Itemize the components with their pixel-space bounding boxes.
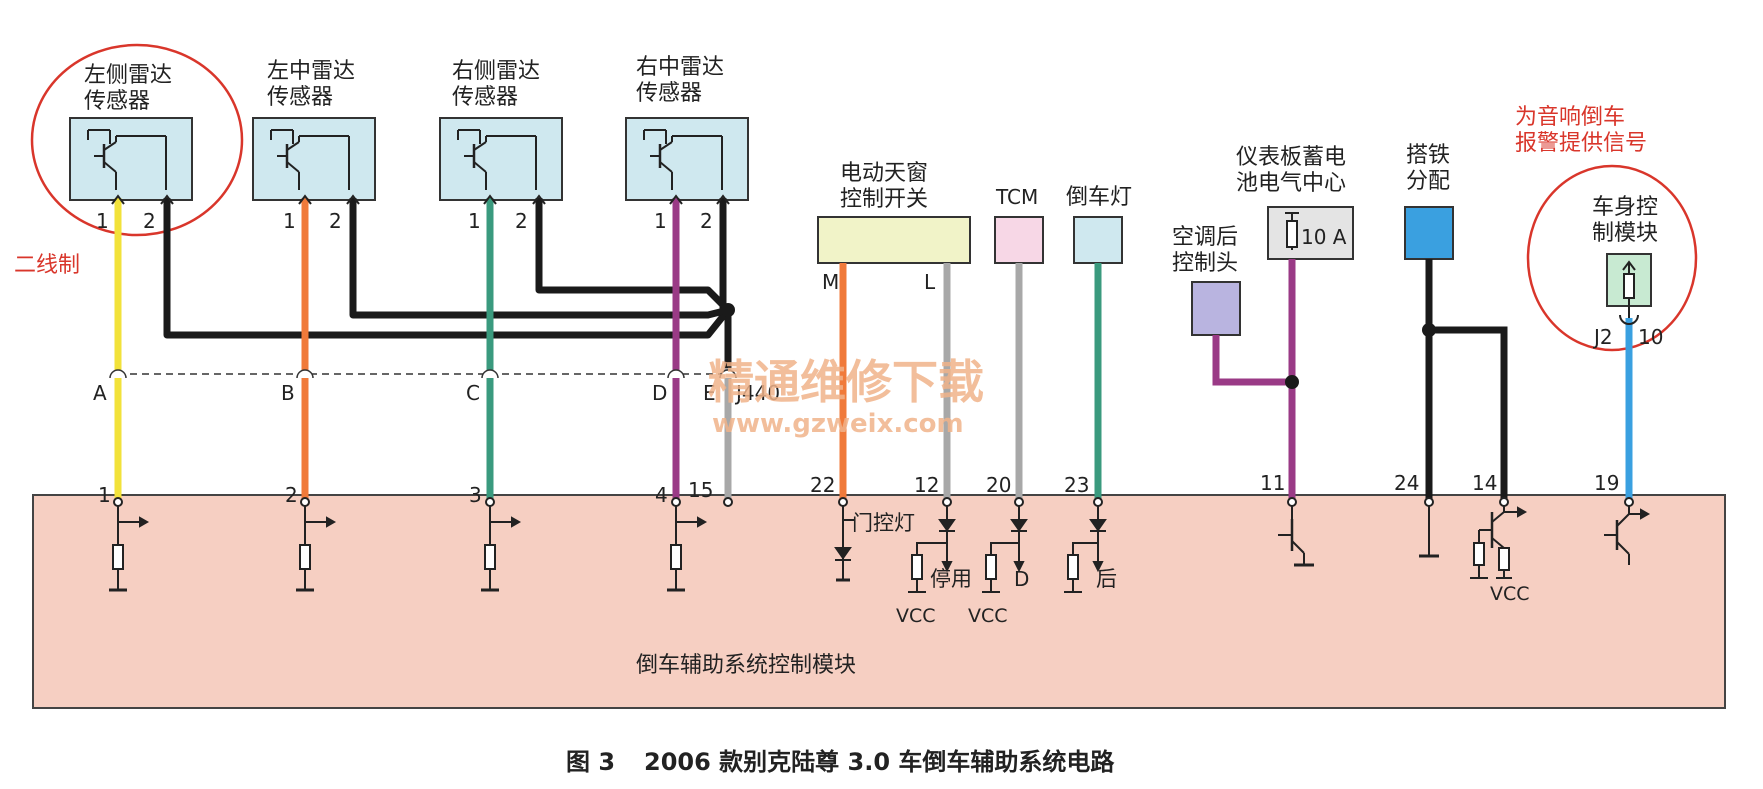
sensor-signal-wires — [114, 198, 732, 500]
sunroof-label-2: 控制开关 — [840, 187, 928, 212]
door-lamp-label: 门控灯 — [852, 511, 915, 535]
control-module-box — [32, 494, 1726, 709]
watermark-line2: www.gzweix.com — [712, 409, 964, 439]
ac-control-box — [1191, 281, 1241, 336]
sensor-right — [439, 117, 563, 201]
reverse-lamp-label: 倒车灯 — [1066, 185, 1132, 210]
door-lamp-circuit — [834, 506, 855, 582]
drive-input-circuit — [982, 506, 1028, 593]
sensor-left-middle-label-2: 传感器 — [267, 85, 333, 110]
audio-signal-note-1: 为音响倒车 — [1515, 105, 1625, 130]
module-pin-3: 3 — [469, 483, 482, 507]
figure-number: 图 3 — [566, 748, 615, 776]
pin14-circuit — [1470, 506, 1528, 579]
pin11-transistor — [1278, 506, 1314, 567]
fuse-icon — [1285, 212, 1299, 250]
bcm-highlight — [1526, 164, 1698, 352]
connector-name: J440 — [734, 381, 780, 405]
module-pin-22: 22 — [810, 473, 835, 497]
vcc-label-3: VCC — [1490, 583, 1530, 605]
module-pin-2: 2 — [285, 483, 298, 507]
module-pin-12: 12 — [914, 473, 939, 497]
sensor-left-label-1: 左侧雷达 — [84, 63, 172, 88]
ground-dist-label-1: 搭铁 — [1406, 143, 1450, 168]
sensor-right-middle-label-2: 传感器 — [636, 81, 702, 106]
sensor-right-middle-pin1: 1 — [654, 209, 667, 233]
connector-letter-e: E — [703, 381, 716, 405]
sunroof-pin-m: M — [822, 270, 839, 294]
sunroof-label-1: 电动天窗 — [840, 161, 928, 186]
vcc-label-2: VCC — [968, 605, 1008, 627]
sensor-right-middle-label-1: 右中雷达 — [636, 55, 724, 80]
sensor-left-middle-pin1: 1 — [283, 209, 296, 233]
reverse-lamp-box — [1073, 216, 1123, 264]
module-pin-23: 23 — [1064, 473, 1089, 497]
bcm-resistor-icon — [1622, 260, 1636, 318]
ac-label-1: 空调后 — [1172, 225, 1238, 250]
disable-input-circuit — [908, 506, 956, 593]
sensor-right-label-2: 传感器 — [452, 85, 518, 110]
reverse-label: 后 — [1096, 567, 1117, 591]
module-pin-19: 19 — [1594, 471, 1619, 495]
component-wires — [839, 259, 1633, 500]
disable-label: 停用 — [930, 567, 972, 591]
bcm-pin-arc — [1619, 314, 1639, 325]
bcm-connector: J2 — [1592, 325, 1613, 349]
sensor-right-label-1: 右侧雷达 — [452, 59, 540, 84]
ipc-fuse-box — [1267, 206, 1354, 260]
ipc-label-2: 池电气中心 — [1236, 171, 1346, 196]
module-pin-20: 20 — [986, 473, 1011, 497]
fuse-rating: 10 A — [1301, 225, 1347, 249]
module-pin-15: 15 — [688, 478, 713, 502]
connector-letter-c: C — [466, 381, 480, 405]
bcm-label-1: 车身控 — [1592, 195, 1658, 220]
drive-label: D — [1014, 567, 1029, 591]
sensor-left-label-2: 传感器 — [84, 89, 150, 114]
ground-bus — [163, 198, 732, 368]
ac-label-2: 控制头 — [1172, 251, 1238, 276]
sensor-pin-arrows — [111, 194, 730, 205]
sensor-input-circuits — [109, 506, 708, 592]
module-pin-1: 1 — [98, 483, 111, 507]
ipc-label-1: 仪表板蓄电 — [1236, 145, 1346, 170]
connector-letter-b: B — [281, 381, 295, 405]
sensor-right-pin2: 2 — [515, 209, 528, 233]
sensor-left-pin2: 2 — [143, 209, 156, 233]
sensor-left-middle-label-1: 左中雷达 — [267, 59, 355, 84]
left-sensor-highlight — [30, 43, 244, 237]
sensor-left-middle-pin2: 2 — [329, 209, 342, 233]
vcc-label-1: VCC — [896, 605, 936, 627]
module-pin-14: 14 — [1472, 471, 1497, 495]
connector-letter-d: D — [652, 381, 667, 405]
module-pin-4: 4 — [655, 483, 668, 507]
bcm-pin: 10 — [1638, 325, 1663, 349]
sensor-right-middle-pin2: 2 — [700, 209, 713, 233]
sensor-left-pin1: 1 — [96, 209, 109, 233]
ground-distribution-box — [1404, 206, 1454, 260]
reverse-input-circuit — [1064, 506, 1107, 593]
ground-dist-label-2: 分配 — [1406, 169, 1450, 194]
connector-arcs — [109, 369, 737, 379]
sunroof-pin-l: L — [924, 270, 936, 294]
sensor-right-pin1: 1 — [468, 209, 481, 233]
connector-letter-a: A — [93, 381, 107, 405]
module-title: 倒车辅助系统控制模块 — [636, 653, 856, 678]
audio-signal-note-2: 报警提供信号 — [1515, 131, 1647, 156]
watermark-line1: 精通维修下载 — [708, 355, 984, 409]
module-pin-11: 11 — [1260, 471, 1285, 495]
sensor-left-middle — [252, 117, 376, 201]
pin19-transistor — [1604, 506, 1651, 565]
figure-caption: 2006 款别克陆尊 3.0 车倒车辅助系统电路 — [644, 748, 1115, 776]
module-pin-24: 24 — [1394, 471, 1419, 495]
sensor-right-middle — [625, 117, 749, 201]
two-wire-note: 二线制 — [14, 253, 80, 278]
tcm-box — [994, 216, 1044, 264]
bcm-label-2: 制模块 — [1592, 221, 1658, 246]
sensor-left — [69, 117, 193, 201]
sunroof-switch-box — [817, 216, 971, 264]
tcm-label: TCM — [995, 185, 1038, 209]
pin24-ground — [1419, 506, 1439, 558]
